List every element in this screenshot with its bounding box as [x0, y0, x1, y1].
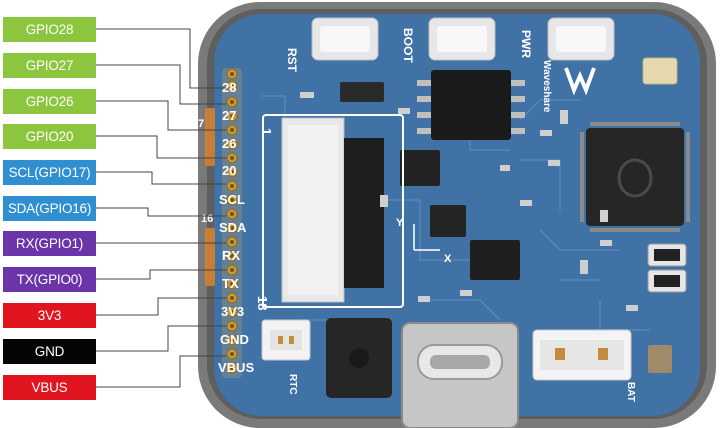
rtc-label: RTC	[287, 374, 298, 395]
fpc-mark-18: 18	[255, 296, 270, 310]
battery-connector: BAT	[532, 329, 636, 402]
silk-3v3: 3V3	[221, 304, 244, 319]
passive-components	[300, 92, 638, 311]
pin-label-scl: SCL(GPIO17)	[3, 160, 96, 185]
imu-chip	[430, 205, 466, 237]
silk-rx: RX	[222, 248, 240, 263]
pin-label-gpio28: GPIO28	[3, 17, 96, 42]
fpc-mark-1: 1	[259, 128, 274, 135]
boot-label: BOOT	[401, 28, 415, 63]
silk-sda: SDA	[219, 220, 247, 235]
bat-label: BAT	[625, 382, 636, 402]
fpc-connector: 1 18	[255, 114, 404, 310]
waveshare-logo: Waveshare	[541, 60, 596, 113]
rp2040-chip	[580, 122, 690, 232]
silk-gnd: GND	[220, 332, 249, 347]
small-chip	[400, 150, 440, 186]
rtc-connector: RTC	[261, 319, 311, 395]
small-chip	[470, 240, 520, 280]
silk-side-7: 7	[198, 118, 204, 130]
silk-20: 20	[222, 163, 236, 178]
small-component	[648, 345, 672, 373]
flash-chip	[417, 70, 525, 140]
silk-tx: TX	[222, 276, 239, 291]
pin-label-sda: SDA(GPIO16)	[3, 196, 96, 221]
axis-y: Y	[396, 217, 404, 229]
pin-label-3v3: 3V3	[3, 303, 96, 328]
pin-label-gpio20: GPIO20	[3, 124, 96, 149]
rst-label: RST	[285, 48, 299, 73]
silk-28: 28	[222, 80, 236, 95]
silk-side-16: 16	[201, 213, 213, 225]
brand-text: Waveshare	[541, 60, 552, 113]
pin-label-rx: RX(GPIO1)	[3, 231, 96, 256]
leader-lines	[96, 28, 226, 388]
pwr-label: PWR	[519, 30, 533, 58]
silk-scl: SCL	[219, 192, 245, 207]
crystal	[642, 57, 678, 85]
buzzer-hole	[349, 348, 369, 368]
silk-27: 27	[222, 108, 236, 123]
pin-label-gnd: GND	[3, 339, 96, 364]
small-chip	[340, 82, 384, 102]
inductors	[647, 243, 687, 293]
axis-x: X	[444, 253, 452, 265]
usb-c-port	[401, 322, 519, 428]
buttons: RST BOOT PWR	[285, 17, 615, 73]
pin-header	[205, 68, 242, 378]
pin-label-gpio27: GPIO27	[3, 53, 96, 78]
silk-26: 26	[222, 136, 236, 151]
axis-marker: Y X	[396, 217, 452, 265]
pin-label-tx: TX(GPIO0)	[3, 267, 96, 292]
pin-label-vbus: VBUS	[3, 375, 96, 400]
pin-label-gpio26: GPIO26	[3, 89, 96, 114]
silk-vbus: VBUS	[218, 360, 254, 375]
